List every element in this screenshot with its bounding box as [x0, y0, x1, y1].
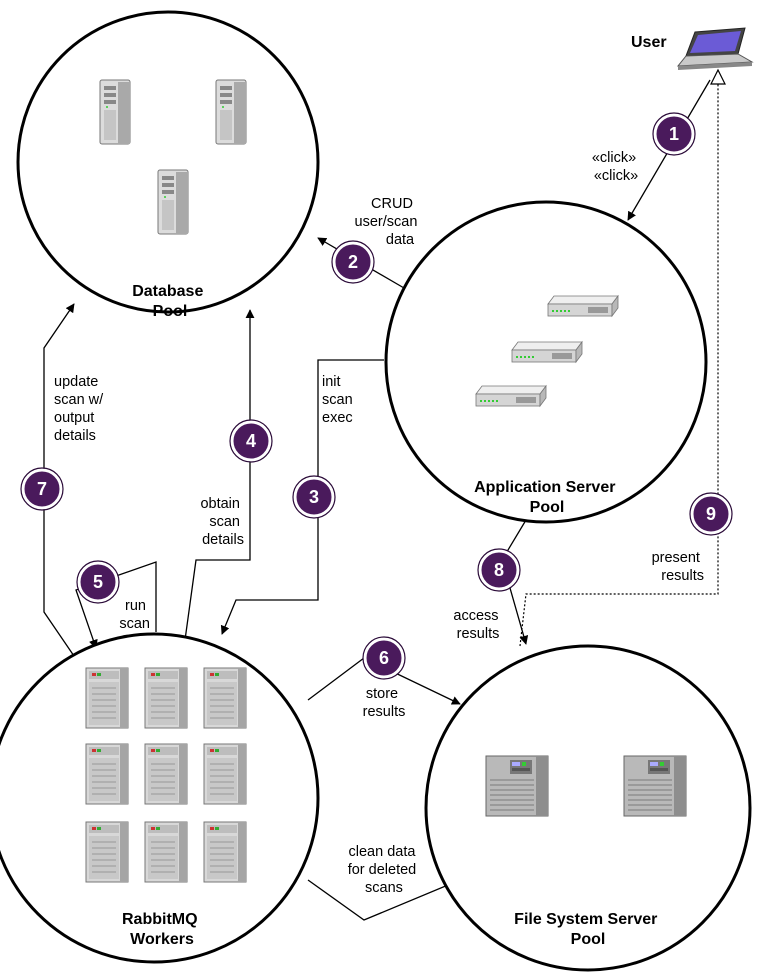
tower-server-icon: [157, 169, 189, 235]
tall-server-icon: [85, 667, 129, 729]
svg-text:4: 4: [246, 431, 256, 451]
edge-init-scan: [220, 359, 384, 635]
file-server-icon: [623, 755, 687, 817]
tower-server-icon: [215, 79, 247, 145]
file-system-pool-title: File System Server Pool: [514, 911, 662, 948]
step-5-badge: 5: [76, 560, 120, 604]
rabbitmq-pool-title: RabbitMQ Workers: [122, 911, 202, 948]
tall-server-icon: [144, 743, 188, 805]
database-pool-title: Database Pool: [132, 283, 208, 320]
tall-server-icon: [144, 667, 188, 729]
step-5-label: run scan: [119, 598, 150, 632]
svg-text:9: 9: [706, 504, 716, 524]
step-7-label: update scan w/ output details: [54, 374, 107, 444]
clean-data-label: clean data for deleted scans: [348, 844, 421, 896]
file-system-pool: File System Server Pool: [424, 644, 752, 972]
step-8-badge: 8: [477, 548, 521, 592]
database-pool: Database Pool: [16, 10, 320, 320]
edge-obtain-scan: [184, 309, 255, 641]
tall-server-icon: [203, 743, 247, 805]
step-6-badge: 6: [362, 636, 406, 680]
step-8-label: access results: [453, 608, 502, 642]
tall-server-icon: [203, 667, 247, 729]
svg-text:6: 6: [379, 648, 389, 668]
tower-server-icon: [99, 79, 131, 145]
svg-text:1: 1: [669, 124, 679, 144]
rack-server-icon: [511, 341, 583, 363]
step-2-label: CRUD user/scan data: [355, 196, 422, 248]
step-4-label: obtain scan details: [200, 496, 244, 548]
svg-text:2: 2: [348, 252, 358, 272]
tall-server-icon: [85, 743, 129, 805]
app-server-pool-title: Application Server Pool: [474, 479, 620, 516]
rabbitmq-pool: RabbitMQ Workers: [0, 632, 320, 964]
step-1-badge: 1: [652, 112, 696, 156]
tall-server-icon: [144, 821, 188, 883]
app-server-pool: Application Server Pool: [384, 200, 708, 524]
step-6-label: store results: [363, 686, 406, 720]
rack-server-icon: [475, 385, 547, 407]
hollow-arrowhead: [710, 68, 726, 85]
step-7-badge: 7: [20, 467, 64, 511]
laptop-icon: [690, 31, 741, 53]
rack-server-icon: [547, 295, 619, 317]
svg-text:3: 3: [309, 487, 319, 507]
svg-text:7: 7: [37, 479, 47, 499]
user-laptop: [676, 27, 754, 70]
step-3-label: init scan exec: [322, 374, 357, 426]
step-9-label: present results: [652, 550, 704, 584]
tall-server-icon: [85, 821, 129, 883]
step-3-badge: 3: [292, 475, 336, 519]
user-label: User: [631, 34, 667, 51]
step-4-badge: 4: [229, 419, 273, 463]
edge-present-results: [519, 84, 719, 647]
edge-clean-data: [307, 878, 461, 921]
file-server-icon: [485, 755, 549, 817]
svg-text:8: 8: [494, 560, 504, 580]
step-9-badge: 9: [689, 492, 733, 536]
svg-text:5: 5: [93, 572, 103, 592]
step-2-badge: 2: [331, 240, 375, 284]
step-1-label: «click» «click»: [592, 150, 640, 184]
tall-server-icon: [203, 821, 247, 883]
